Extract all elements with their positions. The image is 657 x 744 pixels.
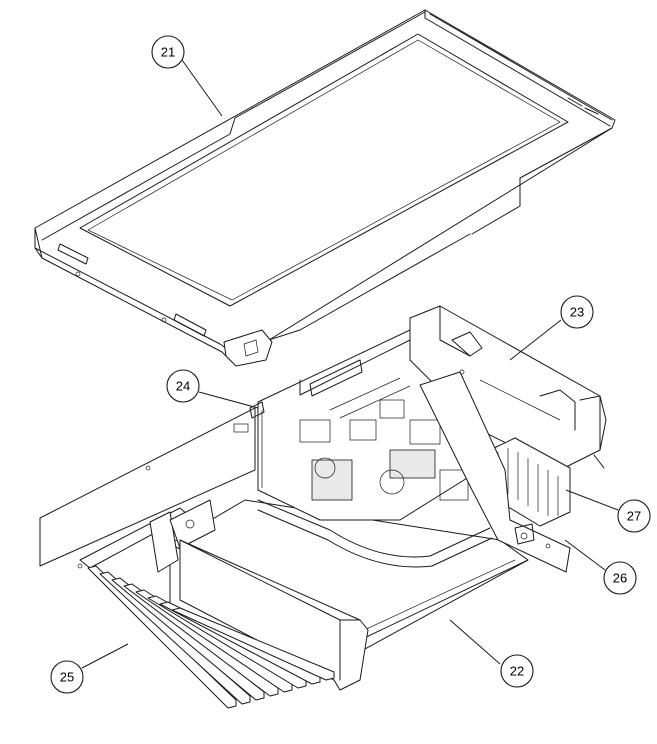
heatsink-fins [87, 565, 335, 709]
heatsink-part [79, 499, 369, 709]
callout-21: 21 [151, 35, 185, 69]
leader-22 [449, 619, 501, 665]
callout-23-label: 23 [570, 305, 584, 320]
callout-24-label: 24 [176, 379, 190, 394]
callout-23: 23 [560, 295, 594, 329]
leader-27 [565, 489, 619, 511]
callout-25-label: 25 [60, 670, 74, 685]
leader-21 [181, 59, 223, 117]
callout-26-label: 26 [613, 571, 627, 586]
pcb-assembly-part [233, 329, 481, 521]
callout-22-label: 22 [510, 664, 524, 679]
callout-25: 25 [50, 660, 84, 694]
callout-27-label: 27 [627, 509, 641, 524]
callout-21-label: 21 [161, 45, 175, 60]
leader-25 [81, 643, 129, 669]
right-housing-part [409, 305, 607, 471]
leader-24 [198, 391, 259, 409]
leader-26 [564, 539, 606, 571]
callout-27: 27 [617, 499, 651, 533]
callout-26: 26 [603, 561, 637, 595]
top-cover-part [34, 9, 616, 367]
leader-lines [81, 59, 619, 669]
leader-23 [509, 319, 562, 361]
mounting-bracket-part [419, 371, 571, 573]
callout-24: 24 [166, 369, 200, 403]
callout-22: 22 [500, 654, 534, 688]
